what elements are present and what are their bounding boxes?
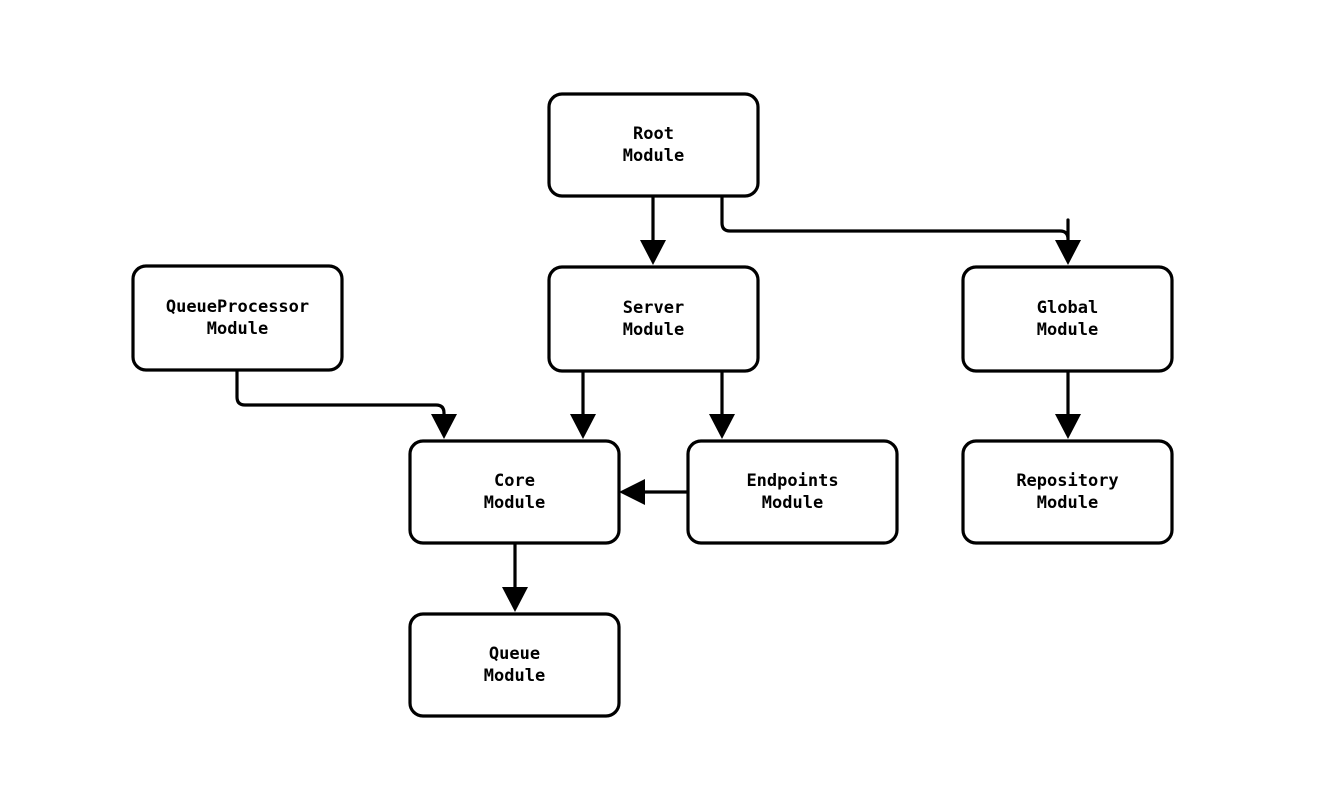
node-queueprocessor-shape[interactable] (131, 264, 344, 372)
edge-queueprocessor-core-arrowhead (431, 414, 457, 439)
edge-root-global (720, 196, 1081, 265)
edge-core-queue-arrowhead (502, 587, 528, 612)
edge-server-endpoints-arrowhead (709, 414, 735, 439)
edge-root-server-arrowhead (640, 240, 666, 265)
edge-endpoints-core (619, 479, 688, 505)
edge-global-repository-arrowhead (1055, 414, 1081, 439)
edge-layer (235, 196, 1081, 612)
edge-endpoints-core-arrowhead (619, 479, 645, 505)
edge-root-global-arrowhead (1055, 240, 1081, 265)
edge-global-repository (1055, 371, 1081, 439)
edge-server-core-arrowhead (570, 414, 596, 439)
node-core-shape[interactable] (408, 439, 621, 545)
edge-queueprocessor-core-line (235, 370, 446, 420)
edge-server-endpoints (709, 371, 735, 439)
node-repository-shape[interactable] (961, 439, 1174, 545)
edge-server-core (570, 371, 596, 439)
node-global-shape[interactable] (961, 265, 1174, 373)
node-queue-shape[interactable] (408, 612, 621, 718)
node-endpoints-shape[interactable] (686, 439, 899, 545)
edge-core-queue (502, 543, 528, 612)
node-root-shape[interactable] (547, 92, 760, 198)
edge-queueprocessor-core (235, 370, 457, 439)
node-server-shape[interactable] (547, 265, 760, 373)
edge-root-global-line (720, 196, 1070, 247)
node-layer (131, 92, 1174, 718)
edge-root-server (640, 196, 666, 265)
